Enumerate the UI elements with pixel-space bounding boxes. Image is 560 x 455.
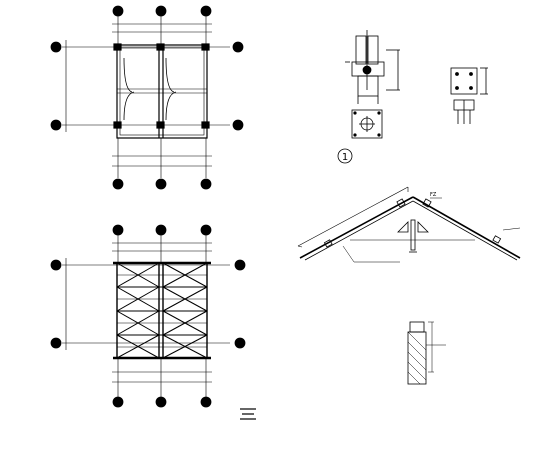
bottom-framing-plan: ① ② ③ B A B A bbox=[50, 224, 256, 420]
top-plan-dimension-bottom bbox=[112, 138, 212, 178]
axis-label: ③ bbox=[202, 7, 209, 16]
row-label: B bbox=[54, 262, 59, 270]
roof-framing-grid bbox=[113, 261, 211, 360]
axis-label: ③ bbox=[202, 398, 209, 407]
axis-label: ① bbox=[114, 7, 121, 16]
beam-plate-detail bbox=[450, 67, 488, 124]
row-label: B bbox=[236, 44, 241, 52]
top-plan-frame bbox=[113, 43, 210, 139]
top-plan-dimension-top bbox=[112, 16, 212, 44]
drawing-title-mark bbox=[240, 408, 256, 420]
axis-label: ② bbox=[157, 180, 164, 189]
row-label: A bbox=[238, 340, 243, 348]
axis-label: ② bbox=[157, 398, 164, 407]
row-label: A bbox=[54, 340, 59, 348]
axis-label: ① bbox=[114, 398, 121, 407]
axis-label: ① bbox=[114, 180, 121, 189]
row-label: A bbox=[54, 122, 59, 130]
row-label: B bbox=[54, 44, 59, 52]
axis-label: ③ bbox=[202, 180, 209, 189]
axis-label: ② bbox=[157, 226, 164, 235]
axis-label: ③ bbox=[202, 226, 209, 235]
ridge-label: FZ bbox=[430, 192, 437, 198]
detail-number: 1 bbox=[342, 152, 348, 163]
axis-label: ① bbox=[114, 226, 121, 235]
column-base-detail: 1 bbox=[337, 30, 400, 164]
row-label: B bbox=[238, 262, 243, 270]
top-plan-axis-bubbles-top: ① ② ③ bbox=[112, 5, 212, 17]
top-plan-row-bubbles: B A B A bbox=[50, 41, 244, 131]
axis-label: ② bbox=[157, 7, 164, 16]
roof-section: FZ bbox=[297, 186, 521, 263]
row-label: A bbox=[236, 122, 241, 130]
purlin-detail bbox=[407, 321, 446, 385]
top-floor-plan: ① ② ③ B A B A bbox=[50, 5, 244, 190]
